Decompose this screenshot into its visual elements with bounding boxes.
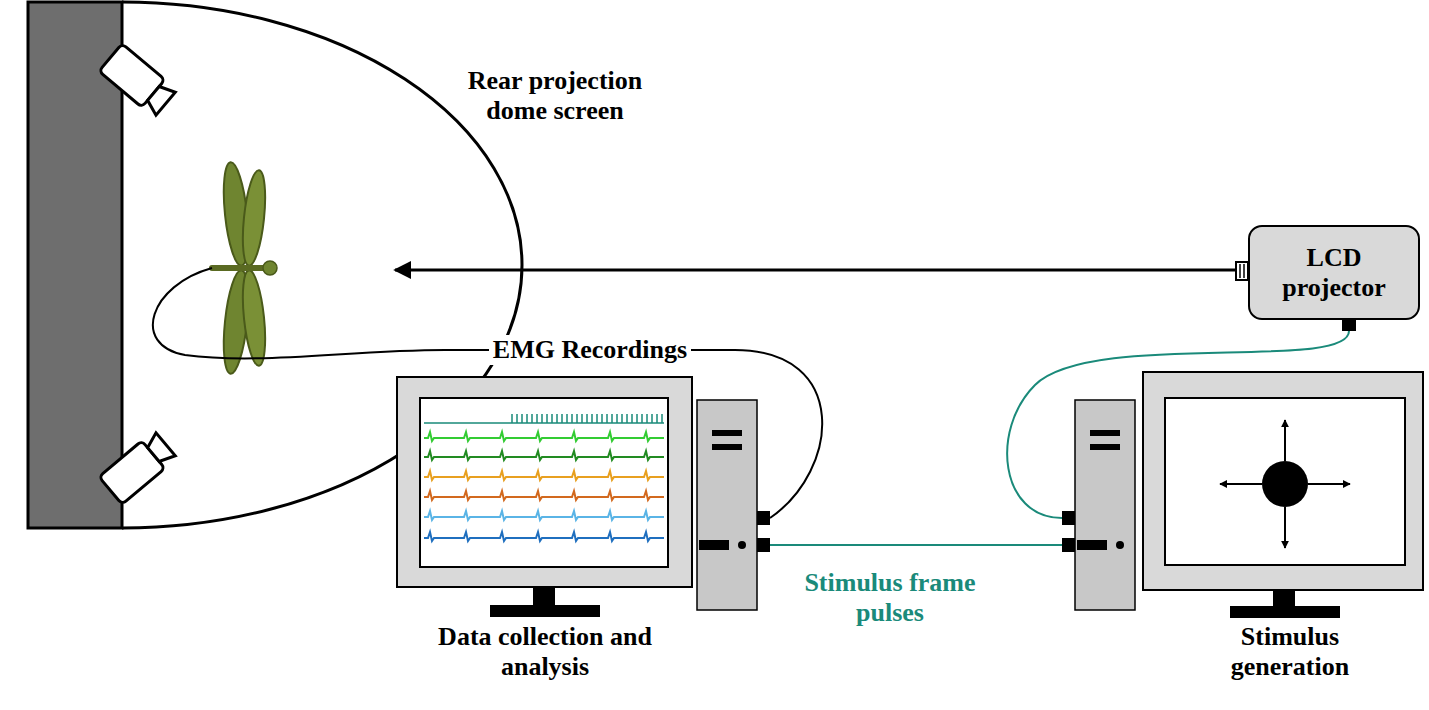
emg-trace xyxy=(424,451,664,460)
projection-arrow xyxy=(395,269,1236,272)
cable xyxy=(1007,331,1349,518)
emg-trace xyxy=(424,491,664,500)
cable xyxy=(153,268,822,518)
node-label: LCD projector xyxy=(1264,243,1404,303)
data-tower xyxy=(697,400,770,610)
wall xyxy=(28,2,122,528)
dragonfly xyxy=(212,161,277,375)
node-label: Rear projection dome screen xyxy=(440,66,670,126)
projector-lens xyxy=(1236,262,1248,280)
cable xyxy=(770,544,1062,546)
emg-trace xyxy=(424,432,664,441)
emg-trace xyxy=(424,471,664,480)
emg-trace xyxy=(424,511,664,520)
emg-trace xyxy=(424,532,664,541)
camera xyxy=(99,430,177,504)
dome-screen-node: Rear projection dome screen xyxy=(0,0,660,540)
data-computer: Data collection and analysis xyxy=(397,377,757,702)
node-label: Stimulus generation xyxy=(1205,622,1375,682)
stimulus-tower xyxy=(1062,400,1135,610)
projector-box: LCD projector xyxy=(1248,225,1420,320)
edge-label: Stimulus frame pulses xyxy=(771,568,1009,628)
emg-trace xyxy=(424,414,664,423)
edge-label: EMG Recordings xyxy=(489,335,691,365)
stimulus-computer: Stimulus generation xyxy=(1062,372,1429,702)
data-monitor xyxy=(397,377,692,617)
node-label: Data collection and analysis xyxy=(430,622,660,682)
projector-port xyxy=(1342,319,1356,331)
stimulus-monitor xyxy=(1143,372,1423,618)
camera xyxy=(99,44,177,118)
